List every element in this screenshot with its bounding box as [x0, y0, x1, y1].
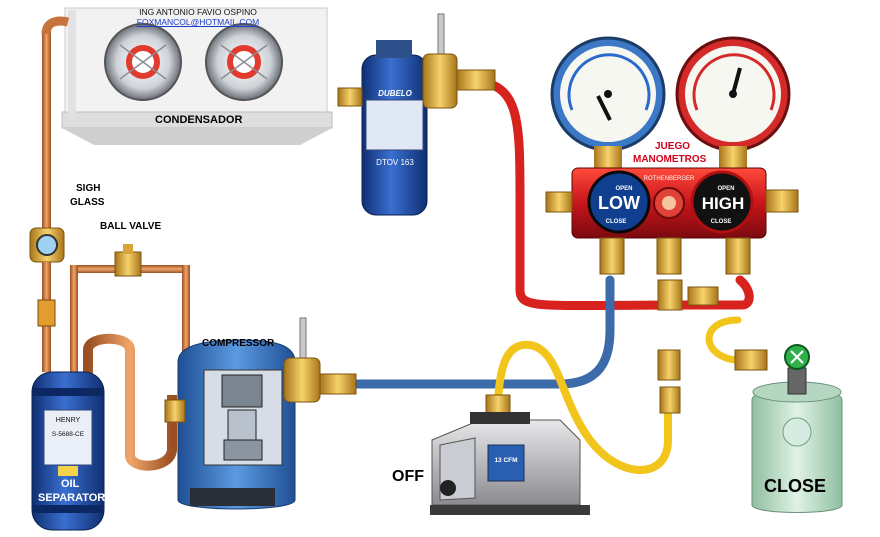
- hoses: [350, 77, 754, 474]
- sight-glass-icon: [36, 234, 58, 256]
- vacuum-pump: 13 CFM: [430, 412, 590, 515]
- gauges-label-line1: JUEGO: [655, 141, 691, 152]
- red-hose: [465, 77, 754, 311]
- condenser-unit: [61, 7, 333, 145]
- refrigerant-state-label: CLOSE: [764, 476, 827, 496]
- manifold-brand: ROTHENBERGER: [644, 176, 695, 182]
- high-side-label: HIGH: [702, 194, 745, 213]
- manifold-body: ROTHENBERGER OPEN CLOSE OPEN CLOSE LOW H…: [545, 167, 799, 275]
- author-email[interactable]: FOXMANCOL@HOTMAIL.COM: [136, 17, 260, 27]
- close-left-label: CLOSE: [606, 219, 627, 225]
- low-pressure-gauge: [550, 36, 666, 172]
- yellow-hose-cylinder: [705, 316, 742, 364]
- sight-glass-label-line2: GLASS: [70, 197, 105, 208]
- pump-model: 13 CFM: [494, 457, 517, 464]
- yellow-hose-pump: [494, 340, 672, 474]
- high-side-knob[interactable]: [690, 170, 754, 234]
- close-right-label: CLOSE: [711, 219, 732, 225]
- vacuum-pump-state-label: OFF: [392, 468, 424, 485]
- condenser-label: CONDENSADOR: [155, 114, 243, 126]
- ball-valve-label: BALL VALVE: [100, 221, 162, 232]
- filter-model: DTOV 163: [376, 158, 414, 167]
- separator-brand: HENRY: [56, 417, 81, 424]
- filter-brand: DUBELO: [378, 89, 413, 98]
- copper-piping: [29, 16, 190, 471]
- compressor-label: COMPRESSOR: [202, 338, 275, 349]
- compressor: [164, 317, 357, 510]
- ball-valve-icon: [114, 251, 142, 277]
- open-right-label: OPEN: [717, 186, 734, 192]
- author-name: ING ANTONIO FAVIO OSPINO: [139, 7, 257, 17]
- separator-model: S-5688-CE: [52, 431, 85, 438]
- gauges-label-line2: MANOMETROS: [633, 154, 707, 165]
- high-pressure-gauge: [675, 36, 791, 172]
- blue-hose: [350, 275, 615, 389]
- open-left-label: OPEN: [615, 186, 632, 192]
- oil-separator: HENRY S-5688-CE: [31, 371, 105, 531]
- oil-separator-label-line1: OIL: [61, 478, 80, 490]
- liquid-filter: DUBELO DTOV 163: [337, 13, 496, 216]
- refrigerant-cylinder: [751, 344, 843, 513]
- oil-separator-label-line2: SEPARATOR: [38, 492, 106, 504]
- low-side-knob[interactable]: [587, 170, 651, 234]
- author-credit: ING ANTONIO FAVIO OSPINO FOXMANCOL@HOTMA…: [133, 7, 263, 27]
- low-side-label: LOW: [598, 193, 640, 213]
- sight-glass-label-line1: SIGH: [76, 183, 101, 194]
